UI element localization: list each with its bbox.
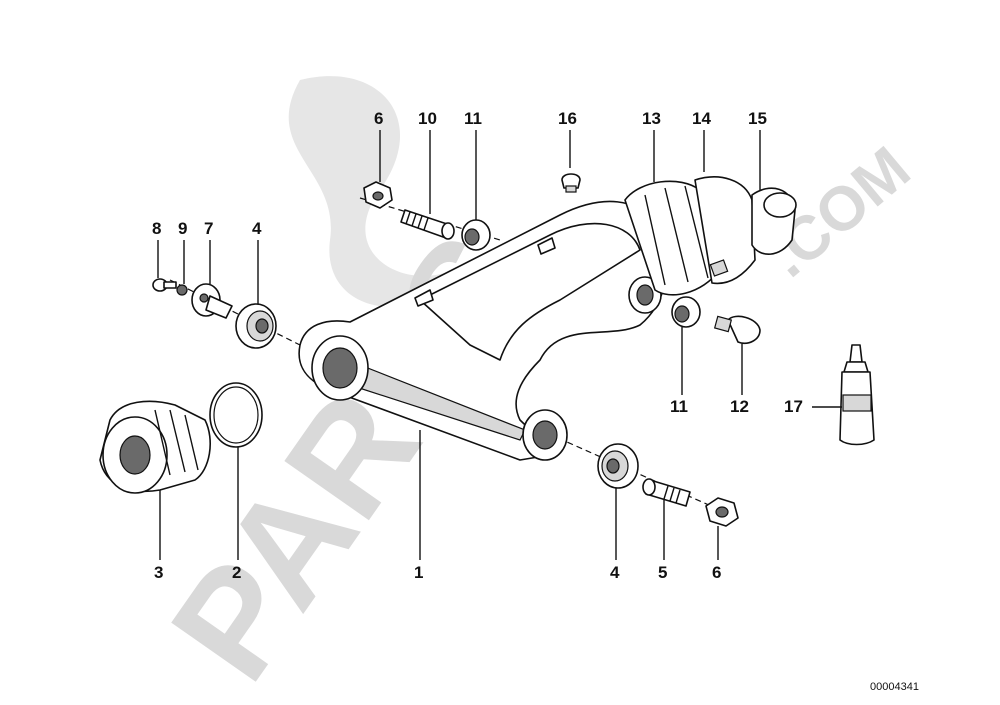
swing-arm-upper — [419, 222, 641, 361]
swing-arm — [298, 200, 668, 461]
nut-6-right-hole — [715, 506, 729, 518]
callout-10: 10 — [418, 109, 437, 128]
callout-4: 4 — [252, 219, 262, 238]
bearing-4-left — [235, 303, 277, 349]
right-bore-inner — [532, 420, 558, 450]
screw-8 — [152, 278, 177, 292]
pin-5 — [642, 478, 691, 507]
callout-16: 16 — [558, 109, 577, 128]
callout-5: 5 — [658, 563, 667, 582]
watermark-swirl — [288, 76, 470, 307]
callout-13: 13 — [642, 109, 661, 128]
callout-15: 15 — [748, 109, 767, 128]
nut-6-right — [705, 497, 739, 527]
callout-17: 17 — [784, 397, 803, 416]
callout-9: 9 — [178, 219, 187, 238]
washer-9 — [176, 284, 188, 296]
left-bore-inner — [322, 347, 358, 389]
bottle-cap — [849, 344, 863, 363]
bottle-neck — [843, 361, 869, 373]
bushing-3-bore — [119, 435, 151, 475]
bearing-11-top-inner — [464, 228, 480, 246]
plug-16-stem — [565, 185, 577, 193]
bottle-17 — [839, 344, 875, 446]
pivot-eye-inner — [636, 284, 654, 306]
watermark: PARTS .COM — [139, 76, 923, 705]
bearing-11-top — [461, 219, 491, 251]
screw-8-shaft — [163, 281, 177, 289]
tab-2 — [537, 237, 556, 255]
callout-6: 6 — [374, 109, 383, 128]
flange-7-hub — [205, 295, 233, 319]
axis-left — [169, 279, 301, 346]
bearing-4-right-inner — [606, 458, 620, 474]
axis-right — [539, 429, 721, 511]
bearing-4-left-inner — [255, 318, 269, 334]
plug-16-body — [561, 173, 581, 189]
pin-10-end — [441, 222, 455, 240]
callout-6: 6 — [712, 563, 721, 582]
plug-12-head — [727, 315, 761, 345]
plug-12 — [713, 315, 761, 345]
callout-14: 14 — [692, 109, 711, 128]
pin-10-thread — [405, 211, 429, 231]
tab-1 — [414, 289, 434, 307]
pin-5-thread — [663, 485, 681, 504]
leader-lines — [157, 130, 842, 560]
callout-2: 2 — [232, 563, 241, 582]
gaiter-ridges — [644, 185, 709, 286]
clamp-buckle — [709, 259, 729, 277]
plug-16 — [561, 173, 581, 193]
reference-code: 00004341 — [870, 681, 919, 693]
callout-8: 8 — [152, 219, 161, 238]
collar-15-face — [763, 192, 797, 218]
callout-11: 11 — [670, 397, 688, 416]
pin-10 — [400, 209, 455, 240]
bushing-3 — [99, 400, 211, 494]
callout-3: 3 — [154, 563, 163, 582]
bearing-4-right — [597, 443, 639, 489]
nut-6-top — [363, 181, 393, 209]
bushing-3-ridges — [154, 409, 199, 476]
nut-6-top-hole — [372, 191, 384, 201]
plug-12-stem — [713, 315, 733, 333]
bearing-11-right — [671, 296, 701, 328]
pin-5-end — [642, 478, 656, 496]
bearing-11-right-inner — [674, 305, 690, 323]
callout-labels: 1 2 3 4 4 5 6 6 7 8 9 10 11 11 12 13 14 … — [152, 109, 803, 582]
circlip-2-inner — [213, 386, 259, 444]
flange-7 — [191, 283, 233, 319]
callout-1: 1 — [414, 563, 423, 582]
callout-4: 4 — [610, 563, 620, 582]
callout-7: 7 — [204, 219, 213, 238]
callout-11: 11 — [464, 109, 482, 128]
circlip-2 — [209, 382, 263, 448]
callout-12: 12 — [730, 397, 749, 416]
flange-7-hole — [199, 293, 209, 303]
rubber-boot-assembly — [624, 176, 797, 296]
bottle-label — [842, 394, 872, 412]
